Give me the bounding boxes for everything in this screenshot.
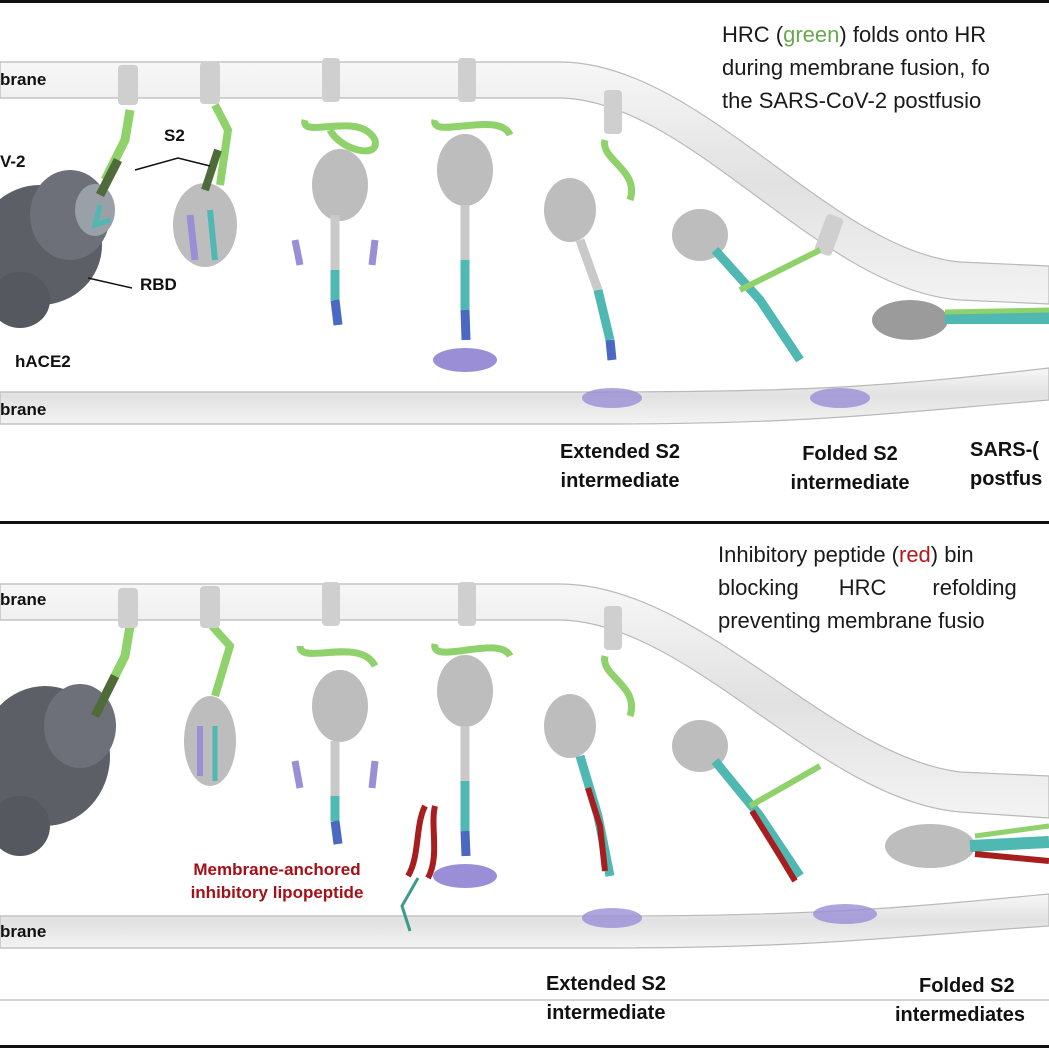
bottom-membrane-2 <box>0 893 1049 949</box>
panel-hrc-folding: brane brane V-2 S2 RBD hACE2 HRC (green)… <box>0 0 1049 522</box>
top-border <box>0 0 1049 3</box>
top-caption-line-2: during membrane fusion, fo <box>722 55 990 80</box>
top-caption-line-3: the SARS-CoV-2 postfusio <box>722 88 982 113</box>
bottom-diagram <box>0 582 1049 1001</box>
bottom-caption-line-3: preventing membrane fusio <box>718 608 985 633</box>
lipopeptide-label: Membrane-anchored inhibitory lipopeptide <box>190 860 364 902</box>
rbd-pointer <box>87 277 133 289</box>
hace2-label: hACE2 <box>15 352 71 371</box>
label-extended-s2-2: Extended S2 intermediate <box>545 973 667 1024</box>
s2-folded-intermediate-3 <box>885 823 1049 868</box>
s2-extended-intermediate-2 <box>544 606 642 928</box>
top-caption: HRC (green) folds onto HR during membran… <box>722 18 990 117</box>
s2-stage-4 <box>431 58 514 372</box>
top-membrane-2 <box>0 583 1049 819</box>
prefusion-spike <box>0 65 138 328</box>
top-caption-line-1: HRC (green) folds onto HR <box>722 22 987 47</box>
virus-label: V-2 <box>0 152 26 171</box>
s2-prefusion-2 <box>184 586 236 786</box>
bottom-caption-line-1: Inhibitory peptide (red) bin <box>718 542 974 567</box>
label-postfusion: SARS-( postfus <box>970 439 1043 490</box>
membrane-bottom-label: brane <box>0 400 47 419</box>
label-extended-s2: Extended S2 intermediate <box>559 441 681 492</box>
s2-folded-intermediate <box>672 209 870 408</box>
panel-inhibition: brane brane Inhibitory peptide (red) bin… <box>0 526 1049 1048</box>
s2-stage-3 <box>291 58 379 326</box>
s2-extended-intermediate <box>544 90 642 408</box>
label-folded-s2: Folded S2 intermediate <box>790 443 910 494</box>
top-membrane <box>0 61 1049 305</box>
s2-stage-3-2 <box>291 582 379 845</box>
s2-pointer <box>134 157 211 171</box>
s2-postfusion <box>872 300 1049 340</box>
top-diagram <box>0 58 1049 425</box>
membrane-top-label: brane <box>0 70 47 89</box>
prefusion-spike-2 <box>0 588 138 856</box>
s2-folded-intermediate-2 <box>672 720 877 924</box>
bottom-border <box>0 1045 1049 1048</box>
s2-prefusion <box>173 62 237 267</box>
panel-divider <box>0 521 1049 524</box>
s2-stage-4-2 <box>431 582 514 888</box>
membrane-anchored-lipopeptide <box>400 804 438 932</box>
membrane-top-label-2: brane <box>0 590 47 609</box>
rbd-label: RBD <box>140 275 177 294</box>
s2-label: S2 <box>164 126 185 145</box>
bottom-membrane <box>0 367 1049 425</box>
membrane-bottom-label-2: brane <box>0 922 47 941</box>
label-folded-s2-2: Folded S2 intermediates <box>895 975 1026 1026</box>
